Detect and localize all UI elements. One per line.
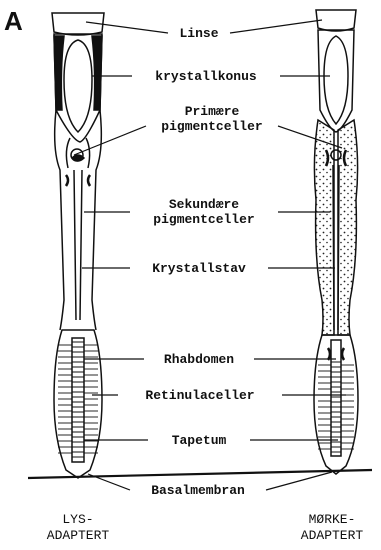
label-sekundaere-line1: Sekundære [169, 197, 239, 212]
label-basalmembran: Basalmembran [149, 483, 247, 498]
left-pigment-right [92, 36, 102, 110]
leader-lines [74, 20, 346, 490]
label-sekundaere-line2: pigmentceller [153, 212, 254, 227]
left-ommatidium [52, 13, 104, 478]
label-linse: Linse [177, 26, 220, 41]
leader-linse-right [230, 20, 322, 33]
left-outer-wall-left [55, 110, 64, 330]
caption-right-line2: ADAPTERT [301, 528, 363, 543]
caption-left: LYS- ADAPTERT [47, 512, 109, 544]
left-lens [52, 13, 104, 35]
left-pigment-left [54, 36, 64, 110]
right-crystal-cone [324, 36, 348, 124]
label-primaere-line2: pigmentceller [161, 119, 262, 134]
right-crystal-rod [333, 165, 339, 330]
right-rhabdom [331, 340, 341, 456]
caption-left-line1: LYS- [62, 512, 93, 527]
label-tapetum: Tapetum [170, 433, 229, 448]
label-krystallkonus: krystallkonus [153, 69, 258, 84]
right-rhabdom-striations [331, 362, 341, 452]
caption-left-line2: ADAPTERT [47, 528, 109, 543]
label-retinulaceller: Retinulaceller [143, 388, 256, 403]
left-crystal-rod [74, 170, 82, 320]
left-crystal-cone [64, 40, 92, 132]
right-ommatidium [314, 10, 358, 474]
caption-right-line1: MØRKE- [309, 512, 356, 527]
leader-primaere-left [74, 126, 146, 155]
label-krystallstav: Krystallstav [150, 261, 248, 276]
label-primaere-line1: Primære [185, 104, 240, 119]
caption-right: MØRKE- ADAPTERT [301, 512, 363, 544]
panel-letter: A [4, 6, 23, 37]
right-secondary-pigment [314, 120, 357, 335]
label-sekundaere: Sekundære pigmentceller [151, 197, 256, 227]
label-rhabdomen: Rhabdomen [162, 352, 236, 367]
right-retinula-outline [314, 335, 358, 474]
leader-basal-right [266, 472, 332, 490]
left-rhabdom-striations [72, 342, 84, 457]
label-primaere: Primære pigmentceller [159, 104, 264, 134]
left-outer-wall-right [92, 110, 101, 330]
